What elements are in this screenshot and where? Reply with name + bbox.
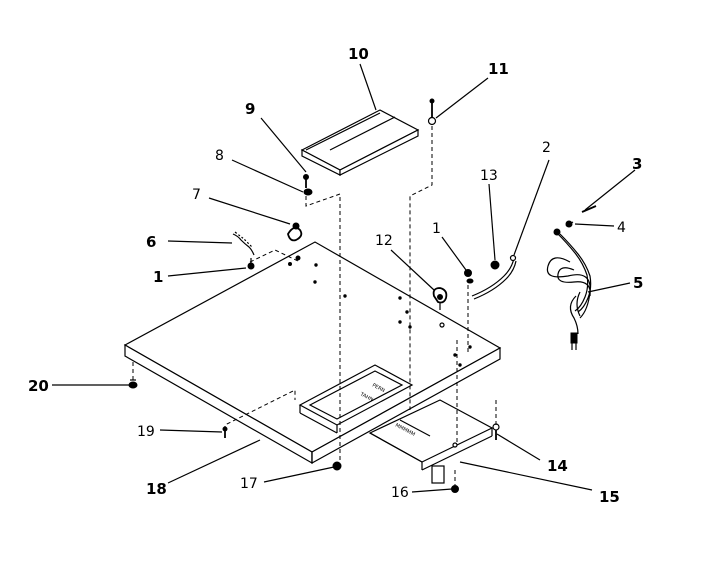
sub-plate: MMMMM: [368, 399, 494, 484]
callout-16: 16: [391, 485, 409, 501]
callout-4: 8: [215, 148, 224, 164]
callout-15: 15: [599, 488, 620, 506]
clip-3: [287, 222, 303, 242]
cable-9-10: [471, 254, 517, 300]
clamp-8: [432, 287, 448, 310]
callout-3: 7: [192, 187, 201, 203]
svg-text:PERN: PERN: [371, 382, 386, 394]
callout-labels: 10 11 9 8 7 6 1 12 1 13 2 3 4 5 20 19 18…: [28, 45, 643, 506]
power-cord-13: [546, 232, 592, 350]
callout-14: 14: [547, 457, 568, 475]
callout-10: 2: [542, 140, 551, 156]
screw-14: [492, 423, 500, 440]
callout-19: 19: [137, 424, 155, 440]
callout-5: 9: [245, 100, 255, 118]
callout-6: 10: [348, 45, 369, 63]
foot-17: [332, 461, 342, 471]
callout-20: 20: [28, 377, 49, 395]
callout-11: 3: [632, 155, 642, 173]
cover-plate: [300, 109, 420, 176]
callout-1-mid: 1: [432, 221, 441, 237]
table-top: [123, 241, 502, 465]
callout-17: 17: [240, 476, 258, 492]
callout-18: 18: [146, 480, 167, 498]
nut-16: [451, 485, 459, 493]
spring-2: [232, 231, 255, 256]
callout-8: 12: [375, 233, 393, 249]
assembly-lines: [132, 126, 497, 485]
leader-lines: [52, 63, 636, 493]
callout-2: 6: [146, 233, 156, 251]
table-opening: TAHN PERN: [298, 364, 414, 434]
callout-7: 11: [488, 60, 509, 78]
callout-9: 13: [480, 168, 498, 184]
foot-20: [128, 379, 138, 389]
callout-1-left: 1: [153, 268, 163, 286]
screw-5-and-nut-4: [303, 174, 313, 196]
table-holes: [288, 255, 472, 367]
screw-7: [427, 98, 437, 126]
plug-parts-11-12: [553, 205, 597, 236]
screw-1-left: [247, 258, 255, 270]
callout-13: 5: [633, 274, 643, 292]
screw-1-mid: [464, 269, 474, 284]
callout-12: 4: [617, 220, 626, 236]
